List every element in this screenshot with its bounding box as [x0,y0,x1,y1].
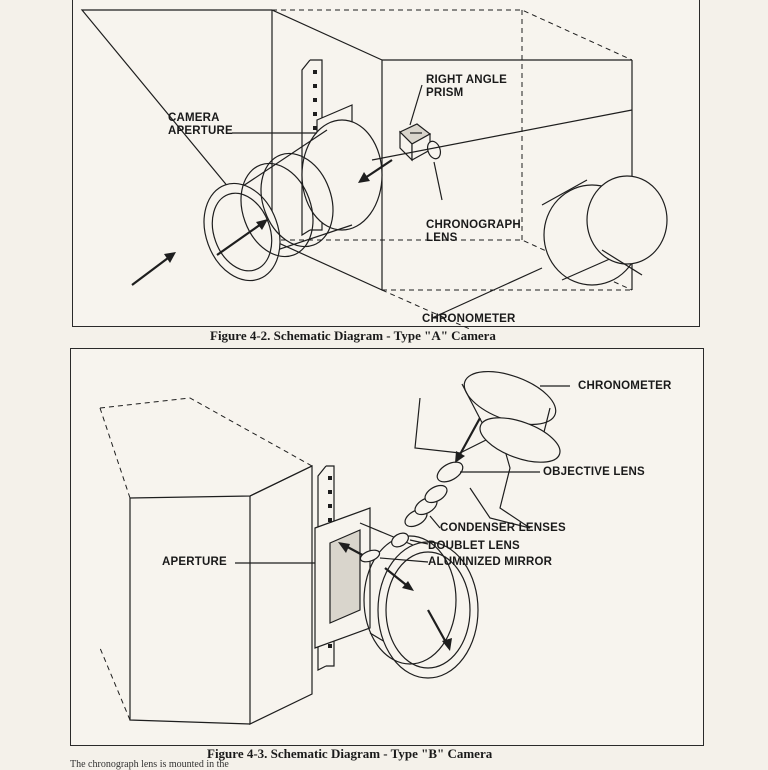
label-objective-lens: OBJECTIVE LENS [543,466,645,478]
figure-type-a-drawing [80,9,668,331]
caption-figure-4-2: Figure 4-2. Schematic Diagram - Type "A"… [210,328,496,343]
label-right-angle-prism: RIGHT ANGLE PRISM [426,74,507,99]
label-condenser-lenses: CONDENSER LENSES [440,522,566,534]
label-aperture: APERTURE [162,556,227,568]
figure-type-b-frame [70,348,704,746]
figure-type-b-drawing [99,371,570,725]
label-chronograph-lens: CHRONOGRAPH LENS [426,219,521,244]
label-doublet-lens: DOUBLET LENS [428,540,520,552]
label-chronometer-b: CHRONOMETER [578,380,672,392]
label-aluminized-mirror: ALUMINIZED MIRROR [428,556,553,568]
body-text-fragment: The chronograph lens is mounted in the [70,759,229,770]
label-camera-aperture: CAMERA APERTURE [168,112,233,137]
caption-figure-4-3: Figure 4-3. Schematic Diagram - Type "B"… [207,746,493,761]
label-chronometer-a: CHRONOMETER [422,313,516,325]
